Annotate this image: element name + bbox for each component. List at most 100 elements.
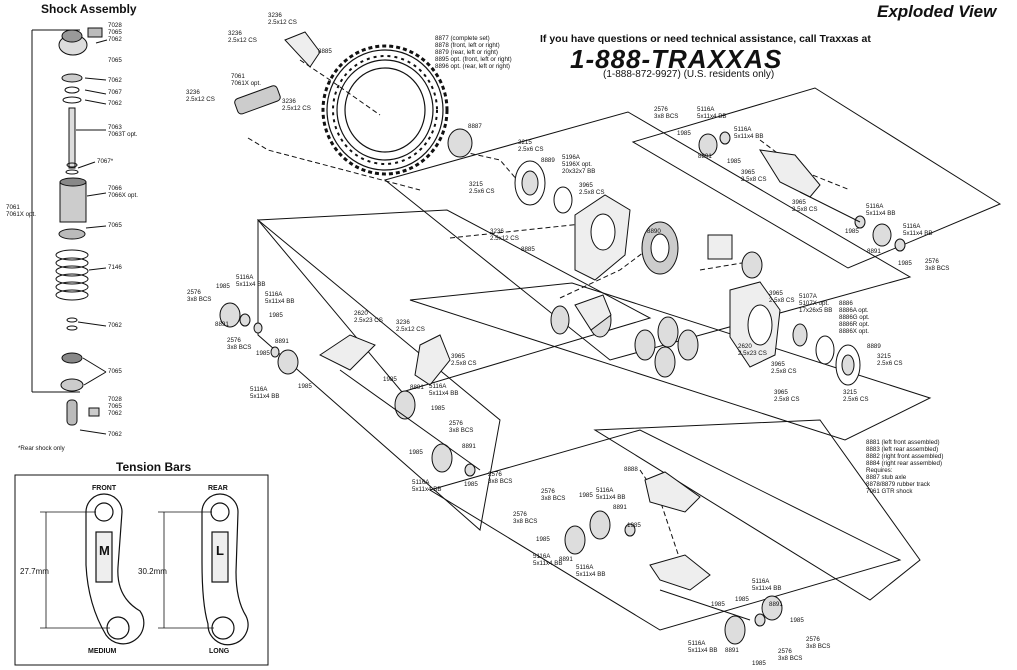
part-callout: 5116A 5x11x4 BB: [576, 564, 606, 578]
part-callout: 8885: [318, 48, 332, 55]
hub-parts: [447, 128, 861, 386]
part-callout: 1985: [383, 376, 397, 383]
part-callout: 2576 3x8 BCS: [488, 471, 513, 485]
shock-part-label: 7062: [108, 100, 122, 107]
shock-part-label: 7065: [108, 57, 122, 64]
part-callout: 1985: [677, 130, 691, 137]
part-callout: 2620 2.5x23 CS: [738, 343, 767, 357]
medium-dimension: 27.7mm: [20, 567, 49, 576]
part-callout: 8889: [867, 343, 881, 350]
part-callout: 1985: [536, 536, 550, 543]
shock-part-label: 7062: [108, 322, 122, 329]
part-callout: 8891: [559, 556, 573, 563]
part-callout: 5107A 5107X opt. 17x26x5 BB: [799, 293, 833, 314]
part-callout: 2576 3x8 BCS: [778, 648, 803, 662]
idler-wheels-lower: [564, 471, 783, 645]
part-callout: 2576 3x8 BCS: [806, 636, 831, 650]
part-callout: 2576 3x8 BCS: [925, 258, 950, 272]
part-callout: 3965 2.5x8 CS: [771, 361, 797, 375]
part-callout: 5116A 5x11x4 BB: [734, 126, 764, 140]
long-letter: L: [216, 543, 224, 558]
tension-bar-long-drawing: [201, 493, 249, 646]
part-callout: 8886 8886A opt. 8886G opt. 8886R opt. 88…: [839, 300, 870, 335]
part-callout: 2576 3x8 BCS: [654, 106, 679, 120]
part-callout: 1985: [735, 596, 749, 603]
part-callout: 8891: [769, 601, 783, 608]
part-callout: 8891: [867, 248, 881, 255]
part-callout: 3236 2.5x12 CS: [186, 89, 215, 103]
gtr-shock-drawing: [234, 31, 321, 115]
part-callout: 1985: [431, 405, 445, 412]
shock-part-label: 7062: [108, 77, 122, 84]
part-callout: 1985: [898, 260, 912, 267]
long-dimension: 30.2mm: [138, 567, 167, 576]
part-callout: 5116A 5x11x4 BB: [429, 383, 459, 397]
part-callout: 5116A 5x11x4 BB: [236, 274, 266, 288]
track-part-labels: 8877 (complete set) 8878 (front, left or…: [435, 35, 512, 70]
part-callout: 3236 2.5x12 CS: [228, 30, 257, 44]
medium-label: MEDIUM: [88, 648, 117, 655]
part-callout: 2576 3x8 BCS: [187, 289, 212, 303]
part-callout: 8891: [275, 338, 289, 345]
part-callout: 3215 2.5x6 CS: [877, 353, 903, 367]
tension-bars-box: [14, 474, 269, 666]
part-callout: 8890: [647, 228, 661, 235]
idler-wheels-middle-left: [219, 302, 481, 477]
part-callout: 5116A 5x11x4 BB: [596, 487, 626, 501]
shock-part-label: 7065: [108, 222, 122, 229]
part-callout: 1985: [627, 522, 641, 529]
part-callout: 3215 2.5x6 CS: [469, 181, 495, 195]
part-callout: 3965 2.5x8 CS: [792, 199, 818, 213]
part-callout: 1985: [269, 312, 283, 319]
part-callout: 2620 2.5x23 CS: [354, 310, 383, 324]
part-callout: 8891: [215, 321, 229, 328]
part-callout: 1985: [727, 158, 741, 165]
shock-assembly-drawing: [31, 27, 108, 435]
part-callout: 8889: [541, 157, 555, 164]
part-callout: 8891: [698, 153, 712, 160]
part-callout: 1985: [256, 350, 270, 357]
part-callout: 7061 7061X opt.: [231, 73, 261, 87]
shock-assembly-title: Shock Assembly: [41, 2, 137, 16]
front-label: FRONT: [92, 485, 117, 492]
shock-part-label: 7061 7061X opt.: [6, 204, 36, 218]
part-callout: 8888: [624, 466, 638, 473]
group-outlines: [256, 87, 1002, 631]
part-callout: 1985: [790, 617, 804, 624]
track-drawing: [321, 44, 449, 176]
tension-bar-medium-drawing: [85, 493, 145, 645]
part-callout: 2576 3x8 BCS: [541, 488, 566, 502]
part-callout: 5116A 5x11x4 BB: [533, 553, 563, 567]
part-callout: 3236 2.5x12 CS: [490, 228, 519, 242]
shock-part-label: 7146: [108, 264, 122, 271]
part-callout: 8885: [521, 246, 535, 253]
rear-label: REAR: [208, 485, 228, 492]
part-callout: 8891: [725, 647, 739, 654]
shock-part-label: 7062: [108, 431, 122, 438]
part-callout: 1985: [711, 601, 725, 608]
part-callout: 2576 3x8 BCS: [449, 420, 474, 434]
part-callout: 1985: [298, 383, 312, 390]
part-callout: 5116A 5x11x4 BB: [265, 291, 295, 305]
support-question: If you have questions or need technical …: [540, 33, 871, 45]
part-callout: 5116A 5x11x4 BB: [697, 106, 727, 120]
part-callout: 3965 2.5x8 CS: [451, 353, 477, 367]
shock-part-label: 7028 7065 7062: [108, 396, 122, 417]
exploded-view-title: Exploded View: [877, 2, 997, 21]
part-callout: 2576 3x8 BCS: [227, 337, 252, 351]
part-callout: 3215 2.5x6 CS: [843, 389, 869, 403]
part-callout: 1985: [216, 283, 230, 290]
shock-part-label: 7067*: [97, 158, 114, 165]
long-label: LONG: [209, 648, 230, 655]
part-callout: 3965 2.5x8 CS: [579, 182, 605, 196]
part-callout: 5116A 5x11x4 BB: [866, 203, 896, 217]
part-callout: 3965 2.5x8 CS: [741, 169, 767, 183]
part-callout: 8891: [410, 384, 424, 391]
part-callout: 1985: [752, 660, 766, 667]
idler-wheels-upper-right: [698, 131, 906, 252]
part-callout: 5116A 5x11x4 BB: [250, 386, 280, 400]
part-callout: 3236 2.5x12 CS: [282, 98, 311, 112]
part-callout: 3236 2.5x12 CS: [268, 12, 297, 26]
part-callout: 8887: [468, 123, 482, 130]
tension-bars-title: Tension Bars: [116, 460, 192, 474]
